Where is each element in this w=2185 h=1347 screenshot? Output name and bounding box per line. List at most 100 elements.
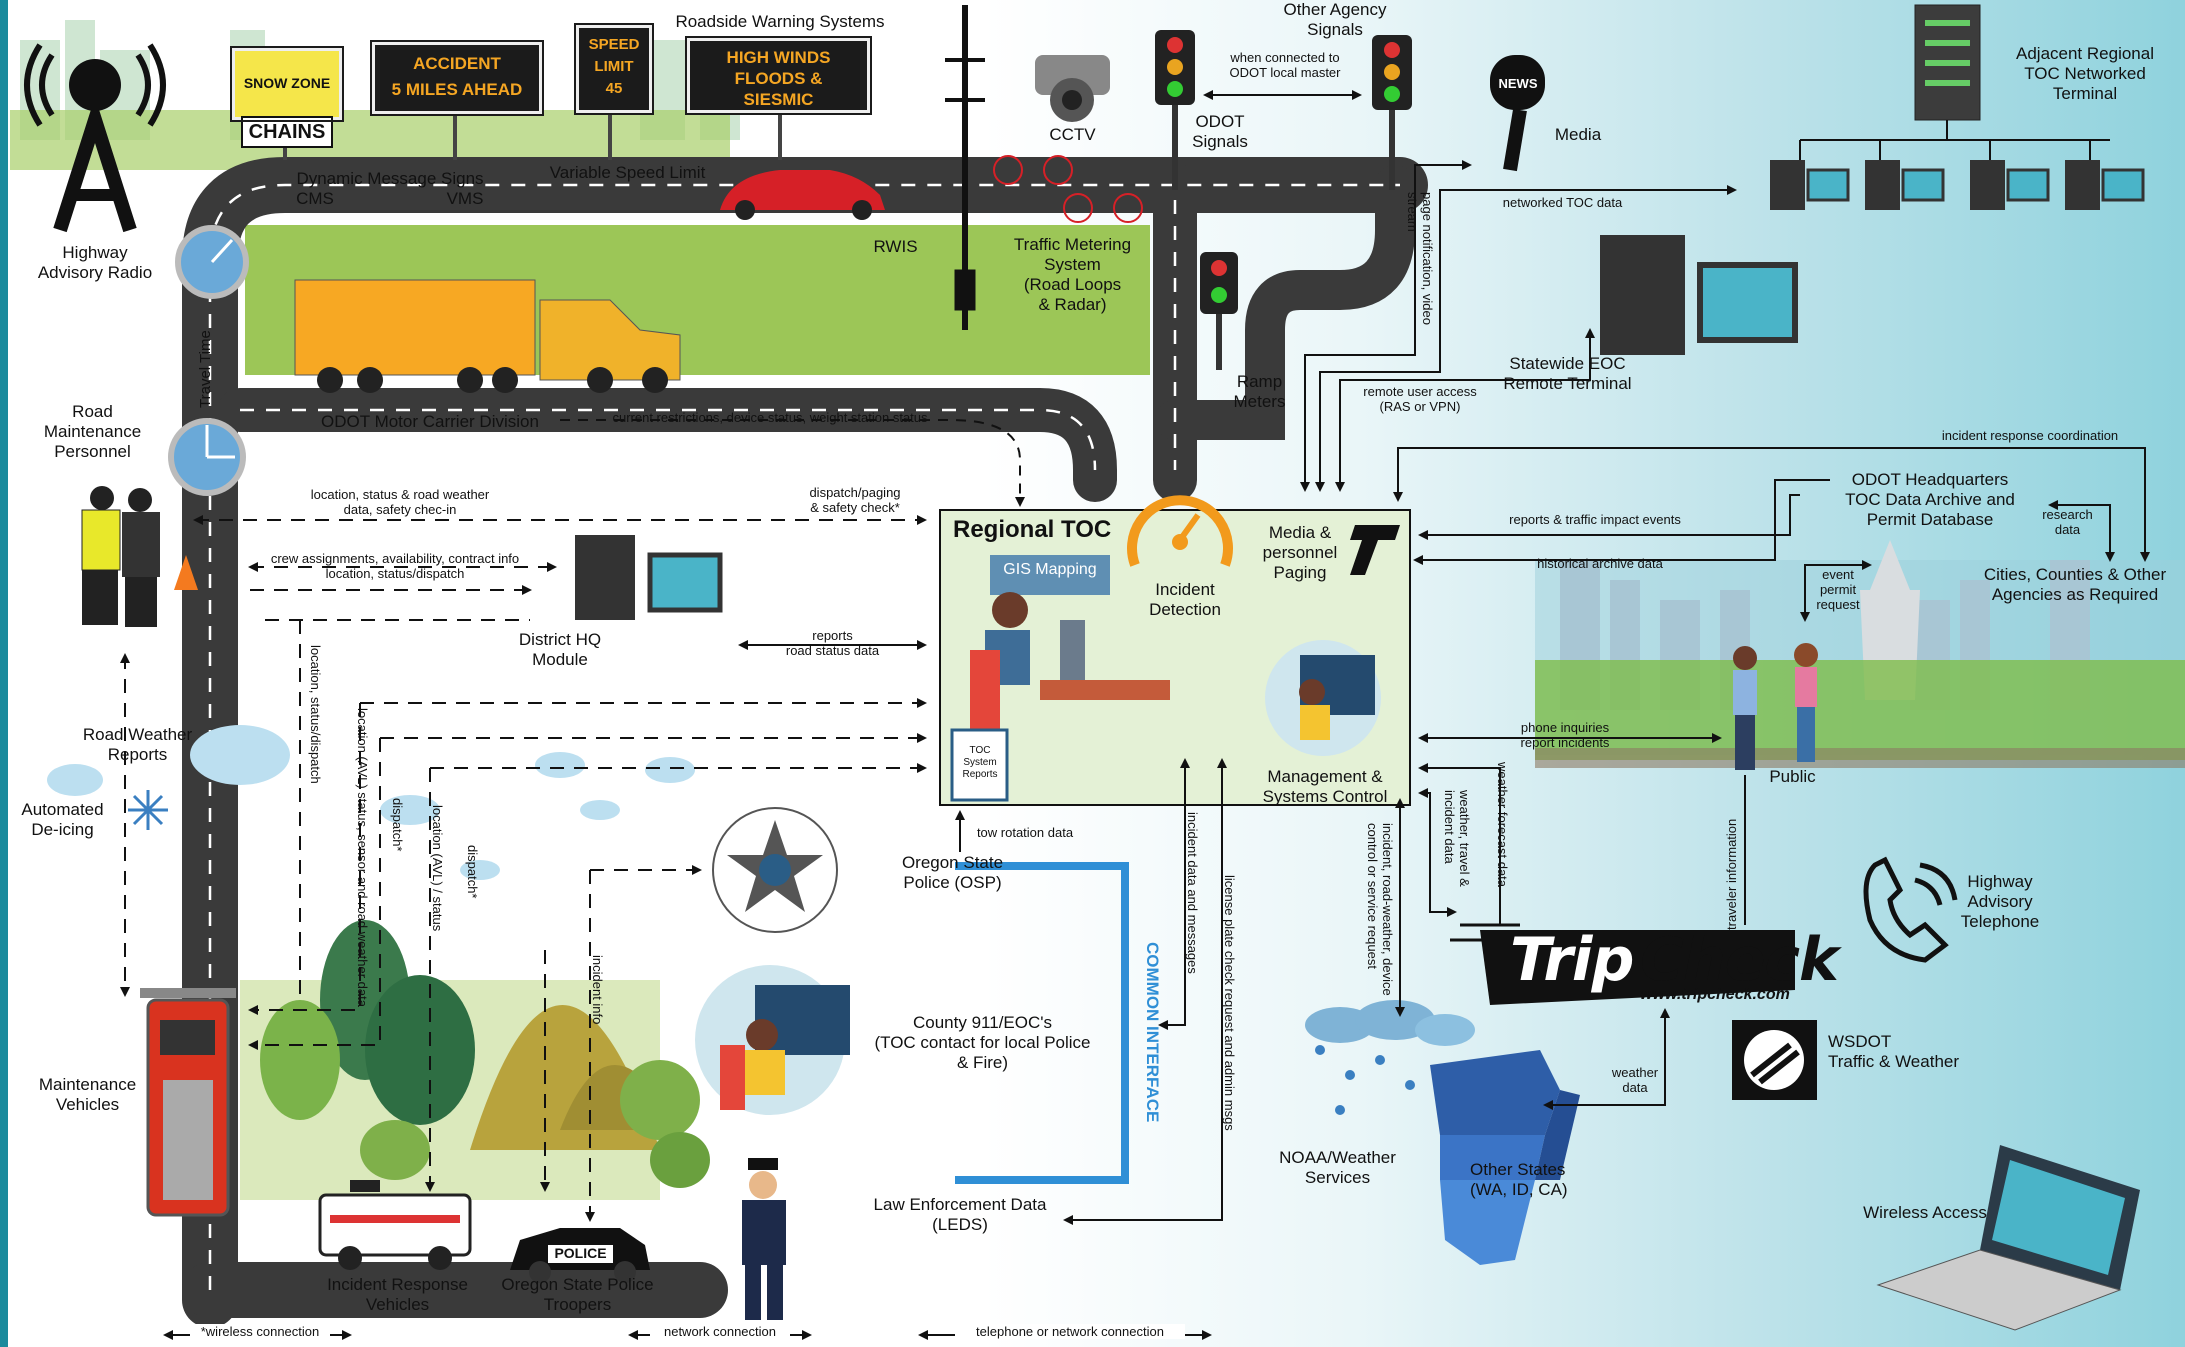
variable-speed-limit-label: Variable Speed Limit [549,163,706,182]
osp-label: Oregon State Police (OSP) [901,853,1004,892]
incident-road-weather-label: incident, road-weather, device control o… [1365,823,1395,996]
telephone-network-label: telephone or network connection [955,1324,1185,1339]
tripcheck-check-text: Check [1640,925,1839,995]
snow-zone-sign: SNOW ZONE CHAINS [230,46,344,148]
badge-icon [712,807,838,933]
incident-response-vehicles-label: Incident Response Vehicles [327,1275,468,1314]
county-911-operator [695,965,850,1115]
historical-archive-label: historical archive data [1537,556,1663,571]
news-label: NEWS [1498,76,1538,91]
tripcheck-logo [1480,930,1795,1005]
noaa-label: NOAA/Weather Services [1279,1148,1396,1187]
gauge-icon [1127,495,1233,567]
when-connected-label: when connected to ODOT local master [1229,50,1341,80]
weather-clouds-icon [1305,1000,1475,1115]
police-officer-icon [742,1158,786,1320]
wsdot-label: WSDOT Traffic & Weather [1828,1032,1960,1071]
control-operator [1265,640,1381,756]
accident-sign: ACCIDENT 5 MILES AHEAD [370,40,544,116]
media-label: Media [1554,125,1602,144]
microphone-icon [1490,55,1545,172]
remote-user-access-label: remote user access (RAS or VPN) [1363,384,1477,414]
cctv-label: CCTV [1049,125,1096,144]
toc-reports-clipboard [950,728,1009,802]
left-border [0,0,8,1347]
weather-data-label: weather data [1611,1065,1659,1095]
road-maintenance-personnel-label: Road Maintenance Personnel [43,402,142,461]
adjacent-regional-label: Adjacent Regional TOC Networked Terminal [2016,44,2154,103]
ramp-meters-label: Ramp Meters [1233,372,1286,411]
toc-system-reports-label: TOC System Reports [962,745,998,780]
dispatch-label-1: dispatch* [390,798,405,852]
car-icon [720,170,885,220]
crew-assignments-label: crew assignments, availability, contract… [270,551,520,581]
weather-travel-incident-label: weather, travel & incident data [1442,790,1472,887]
public-label: Public [1769,767,1816,786]
maintenance-vehicle-icon [140,988,236,1217]
incident-data-messages-label: incident data and messages [1185,812,1200,974]
phone-icon [1863,856,1958,963]
cities-counties-label: Cities, Counties & Other Agencies as Req… [1983,565,2167,604]
regional-toc-title: Regional TOC [953,516,1112,543]
cms-label: CMS [296,189,334,208]
incident-response-coordination-label: incident response coordination [1941,428,2119,443]
cctv-icon [1035,55,1110,122]
media-personnel-paging-label: Media & personnel Paging [1262,523,1338,582]
management-systems-control-label: Management & Systems Control [1262,767,1388,806]
truck-icon [294,279,681,393]
wireless-access-label: Wireless Access [1863,1203,1987,1222]
location-avl-sensor-label: location (AVL) status, sensor and road w… [355,708,370,1007]
snow-zone-text: SNOW ZONE [243,75,331,91]
gis-mapping-label: GIS Mapping [1003,561,1097,578]
incident-info-label: incident info [590,955,605,1025]
maintenance-vehicles-label: Maintenance Vehicles [38,1075,137,1114]
flow-arrows [120,90,2150,1340]
automated-deicing-label: Automated De-icing [21,800,104,839]
cloud-icon [47,725,695,880]
traffic-signal-icon [1155,30,1412,370]
other-agency-signals-label: Other Agency Signals [1283,0,1387,39]
rwis-pole [945,5,985,330]
dynamic-message-signs-label: Dynamic Message Signs [296,169,484,188]
road-weather-reports-label: Road Weather Reports [82,725,193,764]
odot-motor-carrier-label: ODOT Motor Carrier Division [321,412,539,431]
server-icon [1914,4,1981,121]
roadside-warning-label: Roadside Warning Systems [675,12,885,31]
odot-logo-icon [1350,525,1400,575]
license-plate-label: license plate check request and admin ms… [1222,875,1237,1131]
public-people-icon [1733,643,1818,770]
tripcheck-url[interactable]: www.tripcheck.com [1640,986,1790,1003]
page-notification-label: page notification, video stream [1405,192,1435,325]
toc-operator [970,592,1170,730]
wsdot-logo [1732,1020,1817,1100]
phone-inquiries-label: phone inquiries report incidents [1520,720,1610,750]
common-interface-label: COMMON INTERFACE [1143,942,1162,1123]
networked-computers [1799,120,2110,160]
networked-toc-data-label: networked TOC data [1502,195,1623,210]
travel-time-gauge-icon [168,225,249,496]
speed-limit-sign: SPEED LIMIT 45 [574,23,654,115]
maintenance-personnel-icon [81,486,198,627]
weather-forecast-label: weather forecast data [1495,762,1510,888]
wireless-connection-label: *wireless connection [190,1324,330,1339]
traffic-metering-label: Traffic Metering System (Road Loops & Ra… [1013,235,1132,314]
travel-time-label: Travel Time [197,330,214,408]
district-hq-label: District HQ Module [518,630,602,669]
current-restrictions-label: current restrictions, device status, wei… [612,410,928,425]
incident-response-vehicle-icon [318,1180,472,1270]
location-status-label: location, status & road weather data, sa… [310,487,490,517]
high-winds-sign: HIGH WINDS FLOODS & SIESMIC [685,36,872,115]
incident-detection-label: Incident Detection [1149,580,1221,619]
forest [240,920,710,1200]
radio-tower-icon [24,43,166,233]
osp-troopers-label: Oregon State Police Troopers [501,1275,654,1314]
traveler-information-label: traveler information [1724,818,1739,930]
location-status-dispatch-label: location, status/dispatch [308,645,323,784]
tripcheck-trip-text: Trip [1510,925,1634,995]
laptop-icon [1876,1145,2140,1331]
tow-rotation-label: tow rotation data [976,825,1074,840]
snowflake-icon [128,790,168,830]
highway-advisory-telephone-label: Highway Advisory Telephone [1960,872,2040,931]
chains-text: CHAINS [241,116,333,148]
